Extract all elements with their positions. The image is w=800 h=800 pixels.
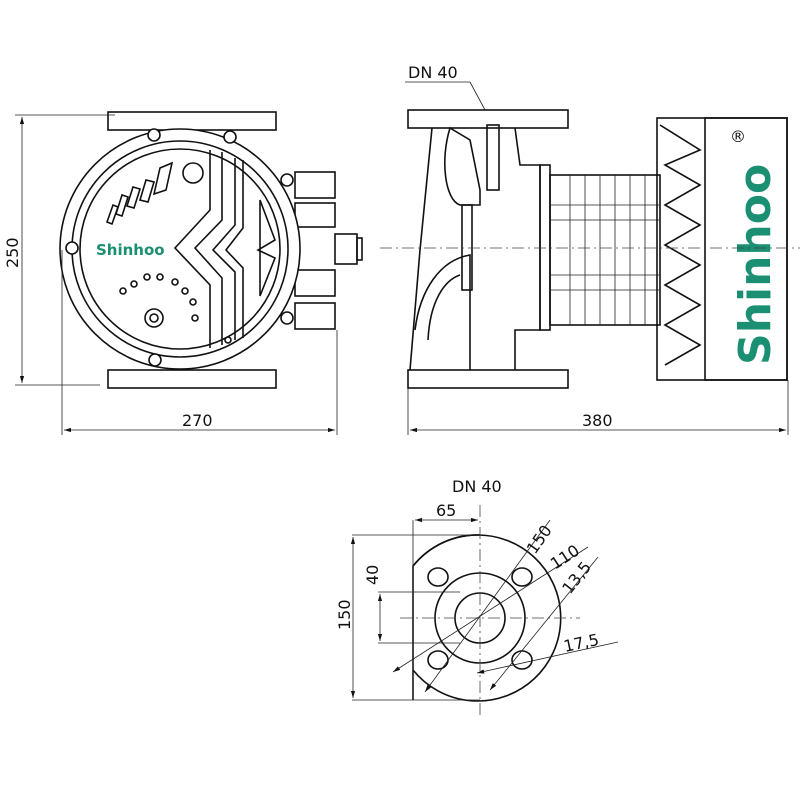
front-brand-logo: Shinhoo [96, 241, 165, 259]
height-250-label: 250 [3, 237, 22, 268]
spacing-40-label: 40 [363, 565, 382, 585]
registered-mark: ® [730, 127, 746, 146]
cooling-fins [550, 175, 660, 325]
width-270-label: 270 [182, 411, 213, 430]
flange-title: DN 40 [452, 477, 502, 496]
height-150-label: 150 [335, 599, 354, 630]
indicator-leds [119, 273, 199, 322]
control-button [144, 308, 164, 328]
length-380-label: 380 [582, 411, 613, 430]
side-view: Shinhoo ® DN 40 [380, 63, 800, 389]
flange-view: DN 40 65 150 40 150 110 13,5 [335, 477, 619, 715]
overall-dimensions: 250 270 380 [3, 114, 789, 435]
bolt-circles [65, 128, 294, 367]
speed-bars [105, 161, 174, 226]
side-dn-label: DN 40 [408, 63, 458, 82]
offset-65-label: 65 [436, 501, 456, 520]
hole-17-5-label: 17,5 [562, 630, 601, 656]
front-view: Shinhoo [59, 111, 363, 389]
side-brand-logo: Shinhoo [730, 164, 781, 365]
